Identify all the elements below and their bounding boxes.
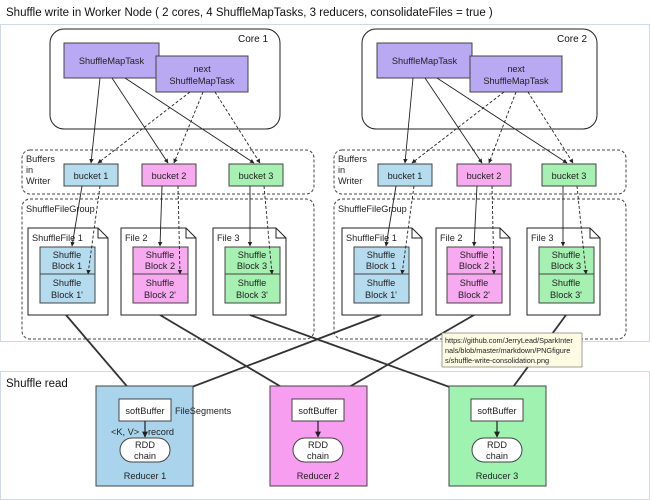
right-file-3: File 3 Shuffle Block 3 Shuffle Block 3' xyxy=(526,227,601,316)
right-bucket-2-label: bucket 2 xyxy=(467,171,502,181)
svg-text:Shuffle: Shuffle xyxy=(552,250,580,260)
core-1-task-label: ShuffleMapTask xyxy=(79,56,145,66)
svg-text:Reducer 2: Reducer 2 xyxy=(297,471,339,481)
svg-text:File 2: File 2 xyxy=(125,233,147,243)
svg-text:Block 3: Block 3 xyxy=(551,261,581,271)
right-bucket-2 xyxy=(456,163,512,187)
buffers-label-right-2: in xyxy=(338,165,345,175)
file-group-right-label: ShuffleFileGroup xyxy=(338,204,407,214)
svg-text:File 3: File 3 xyxy=(531,233,553,243)
right-bucket-3-label: bucket 3 xyxy=(552,171,587,181)
buffers-region-right xyxy=(333,149,627,195)
svg-text:File 2: File 2 xyxy=(440,233,462,243)
core-2-label: Core 2 xyxy=(557,34,587,45)
svg-text:chain: chain xyxy=(486,451,508,461)
svg-text:Shuffle: Shuffle xyxy=(238,278,266,288)
right-bucket-1-label: bucket 1 xyxy=(388,171,423,181)
svg-text:Shuffle: Shuffle xyxy=(367,278,395,288)
buffers-label-left-3: Writer xyxy=(26,176,50,186)
svg-text:Shuffle: Shuffle xyxy=(53,250,81,260)
core-2-next-line2: ShuffleMapTask xyxy=(483,76,549,86)
svg-text:Block 3: Block 3 xyxy=(237,261,267,271)
svg-text:softBuffer: softBuffer xyxy=(298,406,337,416)
svg-text:softBuffer: softBuffer xyxy=(125,406,164,416)
svg-text:Block 2': Block 2' xyxy=(458,290,490,300)
right-file-2: File 2 Shuffle Block 2 Shuffle Block 2' xyxy=(435,227,511,316)
core-1-next-task xyxy=(155,55,249,93)
left-file-2: File 2 Shuffle Block 2 Shuffle Block 2' xyxy=(120,227,197,316)
left-bucket-3 xyxy=(228,163,284,187)
svg-text:Shuffle: Shuffle xyxy=(146,250,174,260)
core-1-shufflemaptask xyxy=(63,42,160,79)
svg-text:Block 3': Block 3' xyxy=(236,290,268,300)
right-file-1: ShuffleFile 1 Shuffle Block 1 Shuffle Bl… xyxy=(341,227,423,316)
svg-text:nals/blob/master/markdown/PNGf: nals/blob/master/markdown/PNGfigure xyxy=(445,346,570,355)
buffers-label-right-3: Writer xyxy=(338,176,362,186)
svg-text:Block 1': Block 1' xyxy=(51,290,83,300)
svg-text:chain: chain xyxy=(134,451,156,461)
buffers-region-left xyxy=(21,149,315,195)
file-to-reducer-arrows xyxy=(65,314,567,400)
file-group-left xyxy=(21,198,315,340)
core-1-label: Core 1 xyxy=(238,34,268,45)
core-2-next-line1: next xyxy=(507,64,525,74)
left-bucket-2 xyxy=(141,163,197,187)
svg-text:https://github.com/JerryLead/S: https://github.com/JerryLead/SparkInter xyxy=(445,336,573,345)
kv-label: <K, V> xyxy=(111,427,139,437)
svg-text:Block 2': Block 2' xyxy=(144,290,176,300)
svg-text:File 3: File 3 xyxy=(217,233,239,243)
bucket-to-block-arrows xyxy=(70,185,588,275)
svg-text:Block 2: Block 2 xyxy=(145,261,175,271)
svg-text:Block 1: Block 1 xyxy=(52,261,82,271)
svg-text:Block 1: Block 1 xyxy=(366,261,396,271)
svg-text:RDD: RDD xyxy=(308,440,328,450)
core-1-next-line1: next xyxy=(193,64,211,74)
left-file-3: File 3 Shuffle Block 3 Shuffle Block 3' xyxy=(212,227,287,316)
left-bucket-2-label: bucket 2 xyxy=(152,171,187,181)
left-bucket-3-label: bucket 3 xyxy=(239,171,274,181)
record-label: record xyxy=(148,427,174,437)
right-bucket-1 xyxy=(377,163,433,187)
svg-text:Shuffle: Shuffle xyxy=(53,278,81,288)
svg-text:softBuffer: softBuffer xyxy=(477,406,516,416)
core-1-next-line2: ShuffleMapTask xyxy=(169,76,235,86)
svg-text:Reducer 3: Reducer 3 xyxy=(476,471,518,481)
core-2-task-label: ShuffleMapTask xyxy=(392,56,458,66)
reducer-1: softBuffer RDD chain Reducer 1 xyxy=(95,385,194,487)
left-bucket-1-label: bucket 1 xyxy=(74,171,109,181)
left-file-1: ShuffleFile 1 Shuffle Block 1 Shuffle Bl… xyxy=(27,227,109,316)
buffers-label-left-2: in xyxy=(26,165,33,175)
reducer-3: softBuffer RDD chain Reducer 3 xyxy=(448,385,547,487)
reducer-2: softBuffer RDD chain Reducer 2 xyxy=(269,385,368,487)
source-url-note: https://github.com/JerryLead/SparkInter … xyxy=(441,332,583,368)
buffers-label-left-1: Buffers xyxy=(26,154,55,164)
svg-text:ShuffleFile 1: ShuffleFile 1 xyxy=(346,233,397,243)
shuffle-read-label: Shuffle read xyxy=(6,378,68,390)
svg-text:Shuffle: Shuffle xyxy=(238,250,266,260)
task-to-bucket-arrows xyxy=(89,77,574,164)
svg-text:chain: chain xyxy=(307,451,329,461)
svg-text:ShuffleFile 1: ShuffleFile 1 xyxy=(32,233,83,243)
svg-text:Reducer 1: Reducer 1 xyxy=(124,471,166,481)
core-2-next-task xyxy=(469,55,563,93)
svg-text:RDD: RDD xyxy=(135,440,155,450)
file-group-left-label: ShuffleFileGroup xyxy=(26,204,95,214)
svg-text:Block 2: Block 2 xyxy=(459,261,489,271)
left-bucket-1 xyxy=(63,163,119,187)
svg-text:Block 3': Block 3' xyxy=(550,290,582,300)
svg-text:RDD: RDD xyxy=(487,440,507,450)
svg-text:Shuffle: Shuffle xyxy=(146,278,174,288)
svg-text:Shuffle: Shuffle xyxy=(460,250,488,260)
buffers-label-right-1: Buffers xyxy=(338,154,367,164)
right-bucket-3 xyxy=(541,163,597,187)
diagram-title: Shuffle write in Worker Node ( 2 cores, … xyxy=(6,7,493,19)
svg-text:Block 1': Block 1' xyxy=(365,290,397,300)
svg-text:s/shuffle-write-consolidation.: s/shuffle-write-consolidation.png xyxy=(445,356,549,365)
file-segments-label: FileSegments xyxy=(175,406,232,416)
svg-text:Shuffle: Shuffle xyxy=(460,278,488,288)
svg-text:Shuffle: Shuffle xyxy=(552,278,580,288)
svg-text:Shuffle: Shuffle xyxy=(367,250,395,260)
